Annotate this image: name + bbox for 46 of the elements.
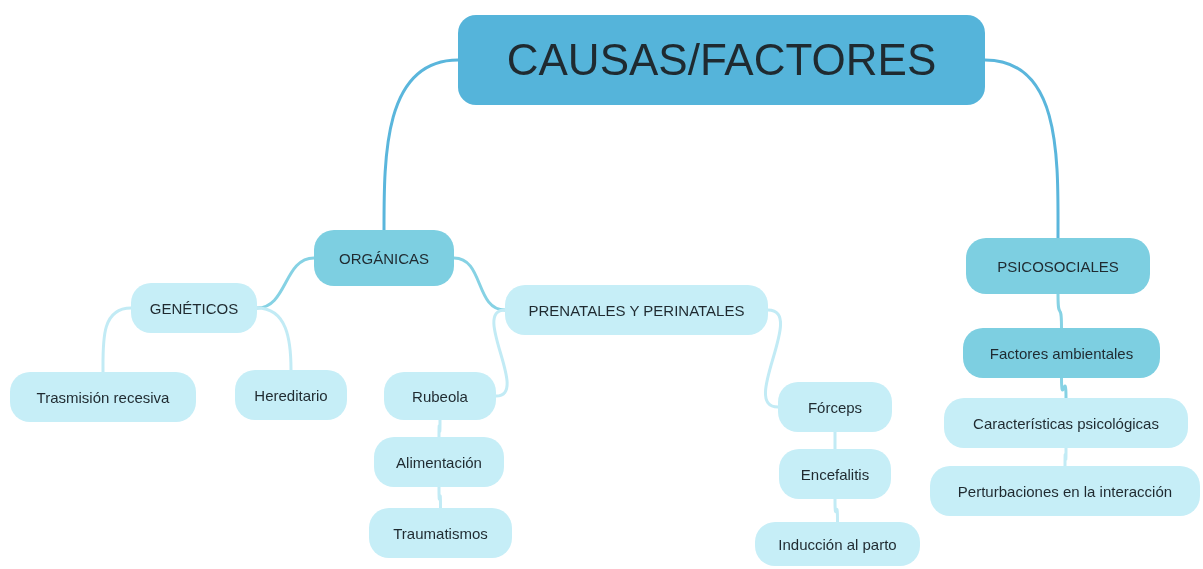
connector-line [492, 308, 509, 398]
topic-box [369, 508, 512, 558]
topic-box [930, 466, 1200, 516]
node-label: Encefalitis [800, 465, 870, 483]
topic-box [944, 398, 1188, 448]
topic-box [778, 382, 892, 432]
topic-box [235, 370, 347, 420]
connector-line [1060, 376, 1068, 400]
connector-line [382, 58, 460, 232]
topic-box [131, 283, 257, 333]
connector-line [255, 256, 316, 310]
connector-line [101, 306, 133, 374]
node-label: Fórceps [807, 398, 863, 416]
topic-box [505, 285, 768, 335]
title-box [458, 15, 985, 105]
node-label: Factores ambientales [989, 344, 1134, 362]
node-label: Alimentación [396, 453, 482, 471]
topic-box [384, 372, 496, 420]
node-label: ORGÁNICAS [339, 249, 429, 267]
topic-box [10, 372, 196, 422]
node-label: CAUSAS/FACTORES [506, 35, 937, 85]
node-label: Características psicológicas [973, 414, 1159, 432]
node-label: Perturbaciones en la interacción [957, 482, 1173, 500]
node-label: Hereditario [254, 386, 328, 404]
node-label: Traumatismos [393, 524, 488, 542]
topic-box [963, 328, 1160, 378]
connector-line [983, 58, 1060, 240]
topic-box [755, 522, 920, 566]
node-label: GENÉTICOS [149, 299, 239, 317]
node-label: PRENATALES Y PERINATALES [528, 301, 745, 319]
node-label: Inducción al parto [778, 535, 897, 553]
topic-box [314, 230, 454, 286]
connector-line [1063, 446, 1068, 468]
connector-line [452, 256, 507, 312]
connector-line [1056, 292, 1063, 330]
topic-box [374, 437, 504, 487]
node-label: PSICOSOCIALES [997, 257, 1119, 275]
connector-line [833, 497, 839, 524]
node-label: Rubeola [412, 387, 468, 405]
connector-line [255, 306, 293, 372]
connector-line [833, 430, 837, 451]
topic-box [966, 238, 1150, 294]
node-label: Trasmisión recesiva [36, 388, 170, 406]
connector-line [437, 485, 442, 510]
topic-box [779, 449, 891, 499]
connector-line [437, 418, 442, 439]
